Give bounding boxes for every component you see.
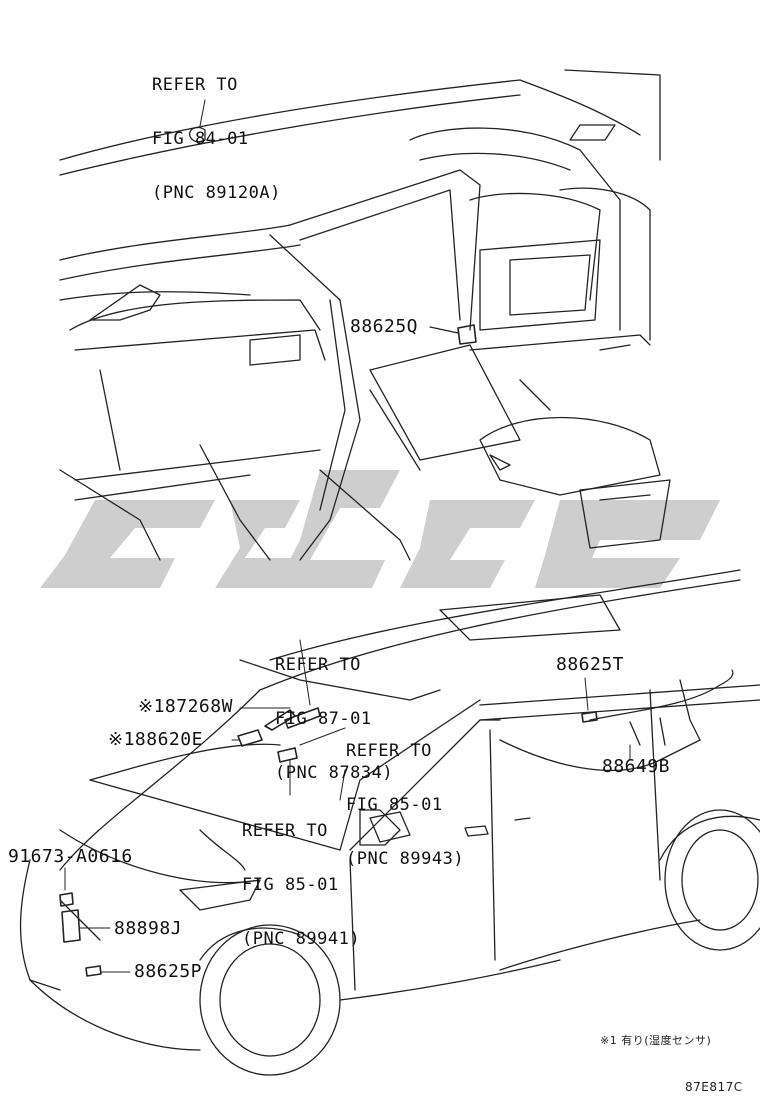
callout-line-1: REFER TO	[242, 821, 328, 841]
callout-line-2: FIG 84-01	[152, 129, 249, 149]
part-91673-a0616-label[interactable]: 91673-A0616	[8, 846, 133, 867]
note-mark: ※1	[108, 729, 135, 750]
callout-line-2: FIG 85-01	[346, 795, 443, 815]
part-88625q-label[interactable]: 88625Q	[350, 316, 419, 337]
note-mark: ※1	[138, 696, 165, 717]
part-88898j-label[interactable]: 88898J	[114, 918, 183, 939]
callout-refer-fig-87-01: REFER TO FIG 87-01 (PNC 87834)	[275, 620, 393, 818]
part-88649b-label[interactable]: 88649B	[602, 756, 671, 777]
callout-refer-fig-84-01: REFER TO FIG 84-01 (PNC 89120A)	[152, 40, 281, 238]
part-88625t-label[interactable]: 88625T	[556, 654, 625, 675]
part-88625p-label[interactable]: 88625P	[134, 961, 203, 982]
watermark-logo	[40, 470, 720, 588]
footnote: ※1 有り(湿度センサ)	[600, 1034, 712, 1047]
callout-line-2: FIG 85-01	[242, 875, 339, 895]
part-88620e-label[interactable]: ※188620E	[108, 731, 203, 749]
callout-line-3: (PNC 87834)	[275, 763, 394, 783]
callout-refer-fig-85-01-89943: REFER TO FIG 85-01 (PNC 89943)	[346, 706, 464, 904]
callout-line-3: (PNC 89941)	[242, 929, 361, 949]
callout-line-2: FIG 87-01	[275, 709, 372, 729]
callout-line-1: REFER TO	[152, 75, 238, 95]
part-87268w-label[interactable]: ※187268W	[138, 698, 233, 716]
part-number: 88620E	[134, 729, 203, 750]
callout-line-3: (PNC 89943)	[346, 849, 465, 869]
callout-refer-fig-85-01-89941: REFER TO FIG 85-01 (PNC 89941)	[242, 786, 360, 984]
callout-line-3: (PNC 89120A)	[152, 183, 281, 203]
figure-code: 87E817C	[685, 1080, 743, 1094]
part-number: 87268W	[164, 696, 233, 717]
callout-line-1: REFER TO	[275, 655, 361, 675]
callout-line-1: REFER TO	[346, 741, 432, 761]
